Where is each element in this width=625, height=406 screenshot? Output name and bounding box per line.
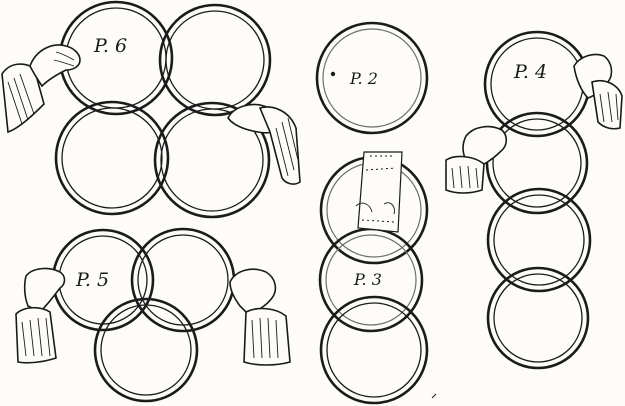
figure-label-p4: P. 4 <box>513 61 547 83</box>
figure-p2: P. 2 <box>317 23 427 133</box>
ring <box>487 113 587 213</box>
figure-label-p6: P. 6 <box>93 35 127 57</box>
figure-p4: P. 4 <box>446 32 622 368</box>
ring <box>488 268 588 368</box>
figure-label-p2: P. 2 <box>349 69 378 88</box>
right-hand-icon <box>574 54 622 128</box>
figure-p6: P. 6 <box>2 2 300 217</box>
ring <box>160 5 270 115</box>
card-icon <box>356 152 402 232</box>
figure-label-p5: P. 5 <box>75 269 109 291</box>
ring <box>56 102 168 214</box>
ring <box>485 32 589 136</box>
right-hand-icon <box>230 269 290 365</box>
figure-label-p3: P. 3 <box>353 270 382 289</box>
figure-p3: P. 3 <box>320 152 427 403</box>
dot-mark <box>331 72 335 76</box>
stray-mark <box>432 394 436 398</box>
left-hand-icon <box>16 269 65 363</box>
right-hand-icon <box>228 105 300 185</box>
ring <box>321 297 427 403</box>
figure-p5: P. 5 <box>16 229 290 401</box>
ring <box>488 189 590 291</box>
